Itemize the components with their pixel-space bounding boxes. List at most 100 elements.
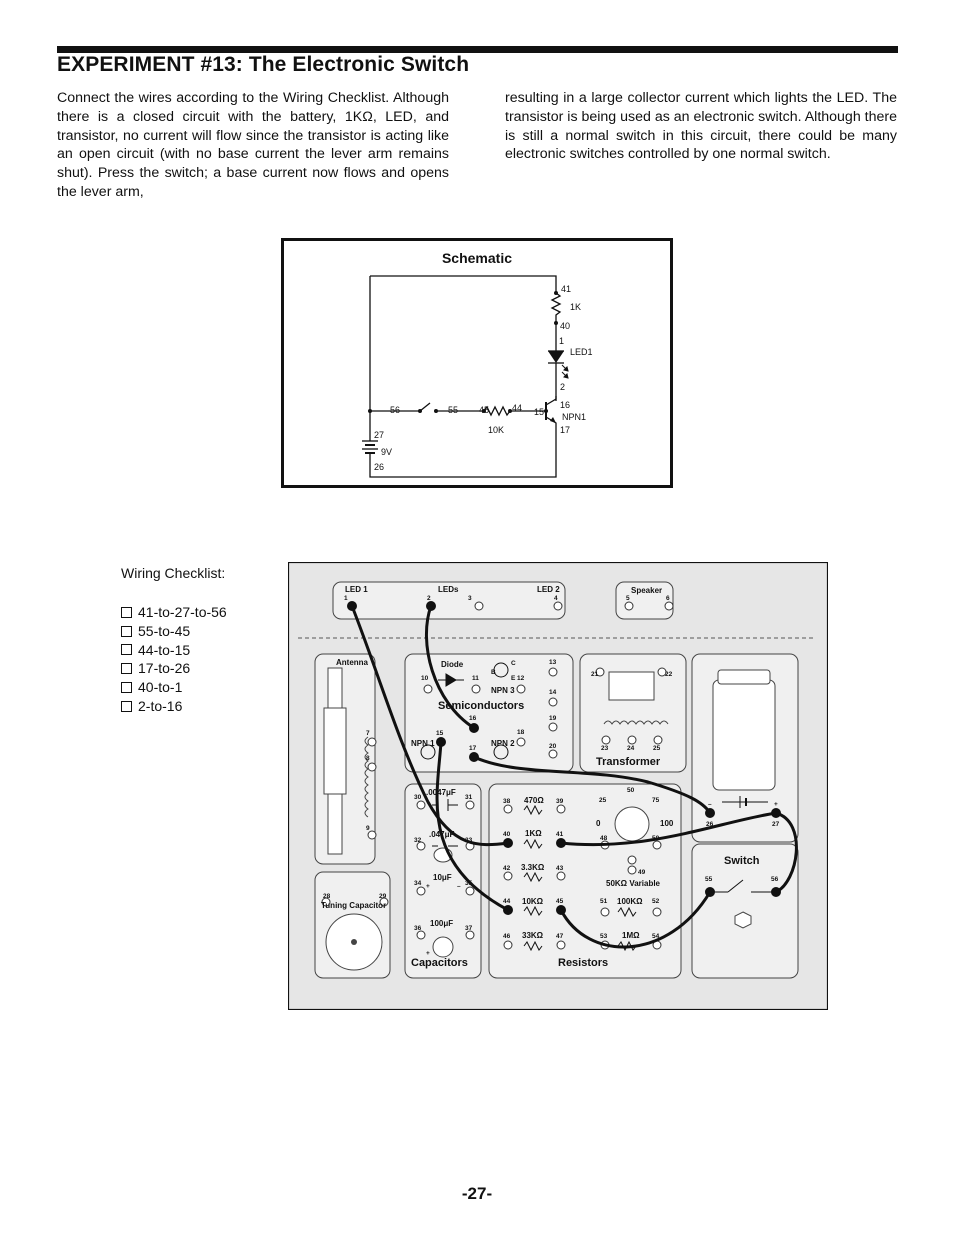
num-28: 28 xyxy=(323,893,331,900)
num-30: 30 xyxy=(414,794,422,801)
num-c: C xyxy=(511,660,516,667)
wire-41-to-27-to-56 xyxy=(559,811,798,894)
wiring-checklist: 41-to-27-to-56 55-to-45 44-to-15 17-to-2… xyxy=(121,603,227,716)
num-50: 50 xyxy=(627,787,635,794)
wire-44-to-15 xyxy=(435,740,510,912)
label-cap3: 10μF xyxy=(433,873,452,882)
num-51: 51 xyxy=(600,898,608,905)
label-r1m: 1MΩ xyxy=(622,931,640,940)
num-2: 2 xyxy=(427,595,431,602)
num-19: 19 xyxy=(549,715,557,722)
label-cap4: 100μF xyxy=(430,919,453,928)
num-55: 55 xyxy=(705,876,713,883)
num-27: 27 xyxy=(772,821,780,828)
label-16: 16 xyxy=(560,400,570,410)
num-41: 41 xyxy=(556,831,564,838)
num-16: 16 xyxy=(469,715,477,722)
label-tuning: Tuning Capacitor xyxy=(321,901,386,910)
num-36: 36 xyxy=(414,925,422,932)
wire-55-to-45 xyxy=(559,890,712,949)
label-npn2: NPN 2 xyxy=(491,739,515,748)
checklist-item[interactable]: 40-to-1 xyxy=(121,678,227,697)
label-r33k: 33KΩ xyxy=(522,931,544,940)
checkbox[interactable] xyxy=(121,682,132,694)
leds-panel xyxy=(332,581,566,620)
label-1k: 1K xyxy=(570,302,581,312)
num-26: 26 xyxy=(706,821,714,828)
resistor-10k xyxy=(483,405,511,417)
label-var: 50KΩ Variable xyxy=(606,879,661,888)
checklist-item[interactable]: 41-to-27-to-56 xyxy=(121,603,227,622)
checklist-item-label: 41-to-27-to-56 xyxy=(138,604,227,620)
num-24: 24 xyxy=(627,745,635,752)
checkbox[interactable] xyxy=(121,644,132,656)
body-text-column-1: Connect the wires according to the Wirin… xyxy=(57,90,449,200)
wire-40-to-1 xyxy=(350,604,510,847)
num-b: B xyxy=(491,669,496,676)
page-title: EXPERIMENT #13: The Electronic Switch xyxy=(57,53,470,76)
checklist-item[interactable]: 55-to-45 xyxy=(121,622,227,641)
label-40: 40 xyxy=(560,321,570,331)
num-35: 35 xyxy=(465,880,473,887)
schematic-panel: Schematic xyxy=(281,238,673,488)
num-8: 8 xyxy=(366,755,370,762)
num-15: 15 xyxy=(436,730,444,737)
num-11: 11 xyxy=(472,675,479,682)
checklist-item-label: 2-to-16 xyxy=(138,697,183,714)
num-22: 22 xyxy=(665,671,673,678)
num-39: 39 xyxy=(556,798,564,805)
checklist-item-label: 17-to-26 xyxy=(138,660,191,677)
num-31: 31 xyxy=(465,794,473,801)
label-cap2: .047μF xyxy=(429,830,454,839)
label-2: 2 xyxy=(560,382,565,392)
label-resistors: Resistors xyxy=(558,957,608,969)
breadboard-diagram: LED 1 LEDs LED 2 Speaker Antenna Diode N… xyxy=(288,562,828,1010)
num-17: 17 xyxy=(469,745,477,752)
checkbox[interactable] xyxy=(121,700,132,712)
num-56: 56 xyxy=(771,876,779,883)
num-50b: 50 xyxy=(652,835,660,842)
label-r470: 470Ω xyxy=(524,796,544,805)
num-37: 37 xyxy=(465,925,473,932)
num-18: 18 xyxy=(517,729,525,736)
schematic-diagram: 41 1K 40 1 LED1 2 16 NPN1 17 15 44 45 10… xyxy=(362,275,593,478)
label-switch: Switch xyxy=(724,855,760,867)
checkbox[interactable] xyxy=(121,663,132,675)
label-capacitors: Capacitors xyxy=(411,957,468,969)
label-led2: LED 2 xyxy=(537,585,560,594)
num-plus: + xyxy=(774,801,778,808)
checkbox[interactable] xyxy=(121,606,132,618)
checklist-item[interactable]: 2-to-16 xyxy=(121,697,227,716)
label-15: 15 xyxy=(534,407,544,417)
page-number: -27- xyxy=(461,1184,493,1203)
header-rule xyxy=(57,46,898,53)
label-56: 56 xyxy=(390,405,400,415)
label-cap1: .0047μF xyxy=(426,788,456,797)
label-r10k: 10KΩ xyxy=(522,897,544,906)
switch-button xyxy=(734,911,752,929)
num-12: 12 xyxy=(517,675,525,682)
checkbox[interactable] xyxy=(121,625,132,637)
label-diode: Diode xyxy=(441,660,464,669)
num-23: 23 xyxy=(601,745,609,752)
num-21: 21 xyxy=(591,671,599,678)
schematic-title: Schematic xyxy=(441,250,513,266)
num-40: 40 xyxy=(503,831,511,838)
num-minus: – xyxy=(708,801,712,808)
checklist-item-label: 55-to-45 xyxy=(138,622,191,639)
num-53: 53 xyxy=(600,933,608,940)
label-speaker: Speaker xyxy=(631,586,662,595)
num-48: 48 xyxy=(600,835,608,842)
checklist-item[interactable]: 17-to-26 xyxy=(121,659,227,678)
semiconductors-panel xyxy=(404,653,574,773)
label-41: 41 xyxy=(561,284,571,294)
potentiometer xyxy=(614,806,650,842)
label-r100k: 100KΩ xyxy=(617,897,643,906)
num-13: 13 xyxy=(549,659,557,666)
num-32: 32 xyxy=(414,837,422,844)
num-7: 7 xyxy=(366,730,370,737)
wire-2-to-16 xyxy=(424,604,476,730)
checklist-item[interactable]: 44-to-15 xyxy=(121,641,227,660)
label-55: 55 xyxy=(448,405,458,415)
label-leds: LEDs xyxy=(438,585,459,594)
